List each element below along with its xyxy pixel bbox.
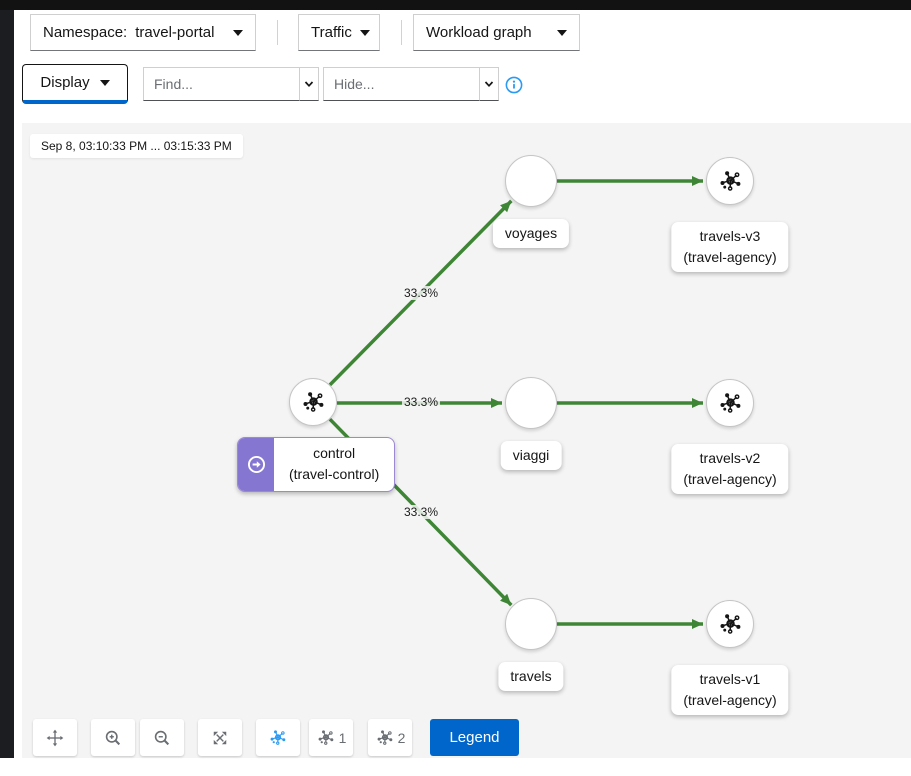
expand-arrows-icon [210, 728, 230, 748]
node-name: voyages [504, 225, 558, 241]
namespace-value: travel-portal [135, 24, 215, 41]
arrow-circle-right-icon [247, 455, 265, 474]
mesh-workload-icon [300, 389, 327, 416]
zoom-in-icon [103, 728, 123, 748]
caret-down-icon [557, 29, 567, 36]
node-voyages[interactable] [505, 155, 557, 207]
mesh-layout-icon [268, 728, 288, 748]
node-name: control [313, 445, 356, 461]
traffic-dropdown[interactable]: Traffic [298, 14, 380, 51]
mesh-layout-icon [316, 728, 336, 748]
node-label-travels[interactable]: travels [498, 662, 564, 691]
display-label: Display [40, 74, 90, 91]
namespace-label: Namespace: [43, 24, 128, 41]
pan-button[interactable] [33, 719, 77, 756]
find-input[interactable] [143, 67, 300, 101]
caret-down-icon [359, 29, 370, 36]
node-namespace: (travel-agency) [683, 471, 777, 487]
hide-input[interactable] [323, 67, 480, 101]
left-sidebar-edge [0, 10, 14, 758]
layout-2-button[interactable]: 2 [368, 719, 412, 756]
node-name: travels-v3 [699, 228, 761, 244]
node-label-travels-v1[interactable]: travels-v1 (travel-agency) [671, 665, 789, 715]
node-label-control[interactable]: control (travel-control) [237, 437, 396, 492]
node-label-travels-v2[interactable]: travels-v2 (travel-agency) [671, 444, 789, 494]
zoom-in-button[interactable] [91, 719, 135, 756]
mesh-layout-icon [375, 728, 395, 748]
traffic-label: Traffic [311, 24, 352, 41]
mesh-workload-icon [717, 390, 744, 417]
caret-down-icon [99, 79, 110, 86]
node-name: travels [510, 668, 552, 684]
mesh-workload-icon [717, 168, 744, 195]
traffic-edges [328, 176, 703, 629]
node-name: viaggi [512, 447, 550, 463]
node-travels-v2[interactable] [706, 379, 754, 427]
node-namespace: (travel-agency) [683, 249, 777, 265]
traffic-root-badge [238, 438, 274, 491]
node-name: travels-v2 [699, 450, 761, 466]
hide-options-toggle[interactable] [480, 67, 499, 101]
node-name: travels-v1 [699, 671, 761, 687]
graph-type-label: Workload graph [426, 24, 532, 41]
top-window-edge [0, 0, 911, 10]
layout-number: 2 [397, 729, 406, 746]
display-dropdown-button[interactable]: Display [22, 64, 128, 104]
layout-1-button[interactable]: 1 [309, 719, 353, 756]
toolbar-divider [401, 20, 402, 45]
edge-traffic-label: 33.3% [401, 286, 441, 300]
edge-traffic-label: 33.3% [401, 395, 441, 409]
node-control[interactable] [289, 378, 337, 426]
edge-traffic-label: 33.3% [401, 505, 441, 519]
graph-time-range: Sep 8, 03:10:33 PM ... 03:15:33 PM [30, 134, 243, 158]
node-namespace: (travel-control) [289, 466, 380, 482]
caret-down-icon [233, 29, 243, 36]
move-arrows-icon [45, 728, 65, 748]
fit-to-screen-button[interactable] [198, 719, 242, 756]
zoom-out-icon [152, 728, 172, 748]
node-viaggi[interactable] [505, 377, 557, 429]
node-namespace: (travel-agency) [683, 692, 777, 708]
find-hide-help-button[interactable] [505, 76, 523, 94]
node-travels[interactable] [505, 598, 557, 650]
graph-type-dropdown[interactable]: Workload graph [413, 14, 580, 51]
node-travels-v3[interactable] [706, 157, 754, 205]
info-icon [505, 76, 523, 94]
node-label-voyages[interactable]: voyages [492, 219, 570, 248]
toolbar-divider [277, 20, 278, 45]
node-travels-v1[interactable] [706, 600, 754, 648]
chevron-down-icon [304, 81, 314, 88]
graph-canvas[interactable]: Sep 8, 03:10:33 PM ... 03:15:33 PM 33.3%… [22, 123, 911, 758]
mesh-workload-icon [717, 611, 744, 638]
layout-default-button[interactable] [256, 719, 300, 756]
legend-button[interactable]: Legend [430, 719, 519, 756]
namespace-dropdown[interactable]: Namespace: travel-portal [30, 14, 256, 51]
chevron-down-icon [484, 81, 494, 88]
node-label-travels-v3[interactable]: travels-v3 (travel-agency) [671, 222, 789, 272]
zoom-out-button[interactable] [140, 719, 184, 756]
layout-number: 1 [338, 729, 347, 746]
find-options-toggle[interactable] [300, 67, 319, 101]
node-label-viaggi[interactable]: viaggi [500, 441, 562, 470]
